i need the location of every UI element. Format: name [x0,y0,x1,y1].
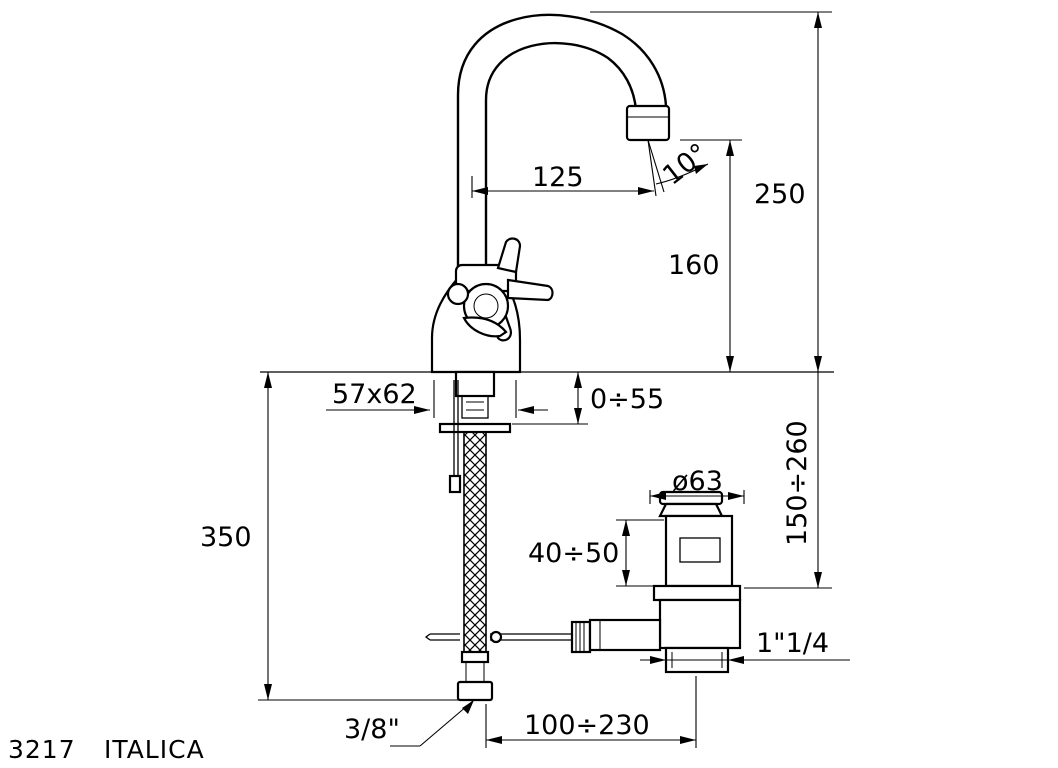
label-350: 350 [200,522,252,553]
label-100-230: 100÷230 [524,710,650,741]
label-250: 250 [754,179,806,210]
product-code: 3217 [8,735,76,764]
label-3-8: 3/8" [344,714,400,745]
dimension-labels: 250 160 125 10° 57x62 0÷55 350 ø63 40÷50… [200,138,829,745]
label-125: 125 [532,162,584,193]
label-160: 160 [668,250,720,281]
label-0-55: 0÷55 [590,384,664,415]
faucet-drawing [260,13,834,702]
mounting-shank [438,370,512,494]
hose-nut [456,680,494,702]
cross-handle [446,237,554,342]
label-10-degrees: 10° [657,138,714,192]
product-name: ITALICA [104,735,205,764]
waste-assembly [588,490,742,674]
spout-inner [484,41,638,268]
label-57x62: 57x62 [332,379,417,410]
aerator [625,104,671,142]
label-40-50: 40÷50 [528,538,619,569]
flex-hose [463,431,487,655]
pop-up-rod [424,620,592,654]
label-o63: ø63 [672,466,723,497]
spout-outer [456,13,668,268]
label-150-260: 150÷260 [782,420,813,546]
dimension-lines [258,11,850,748]
label-1-1-4: 1"1/4 [756,628,829,659]
